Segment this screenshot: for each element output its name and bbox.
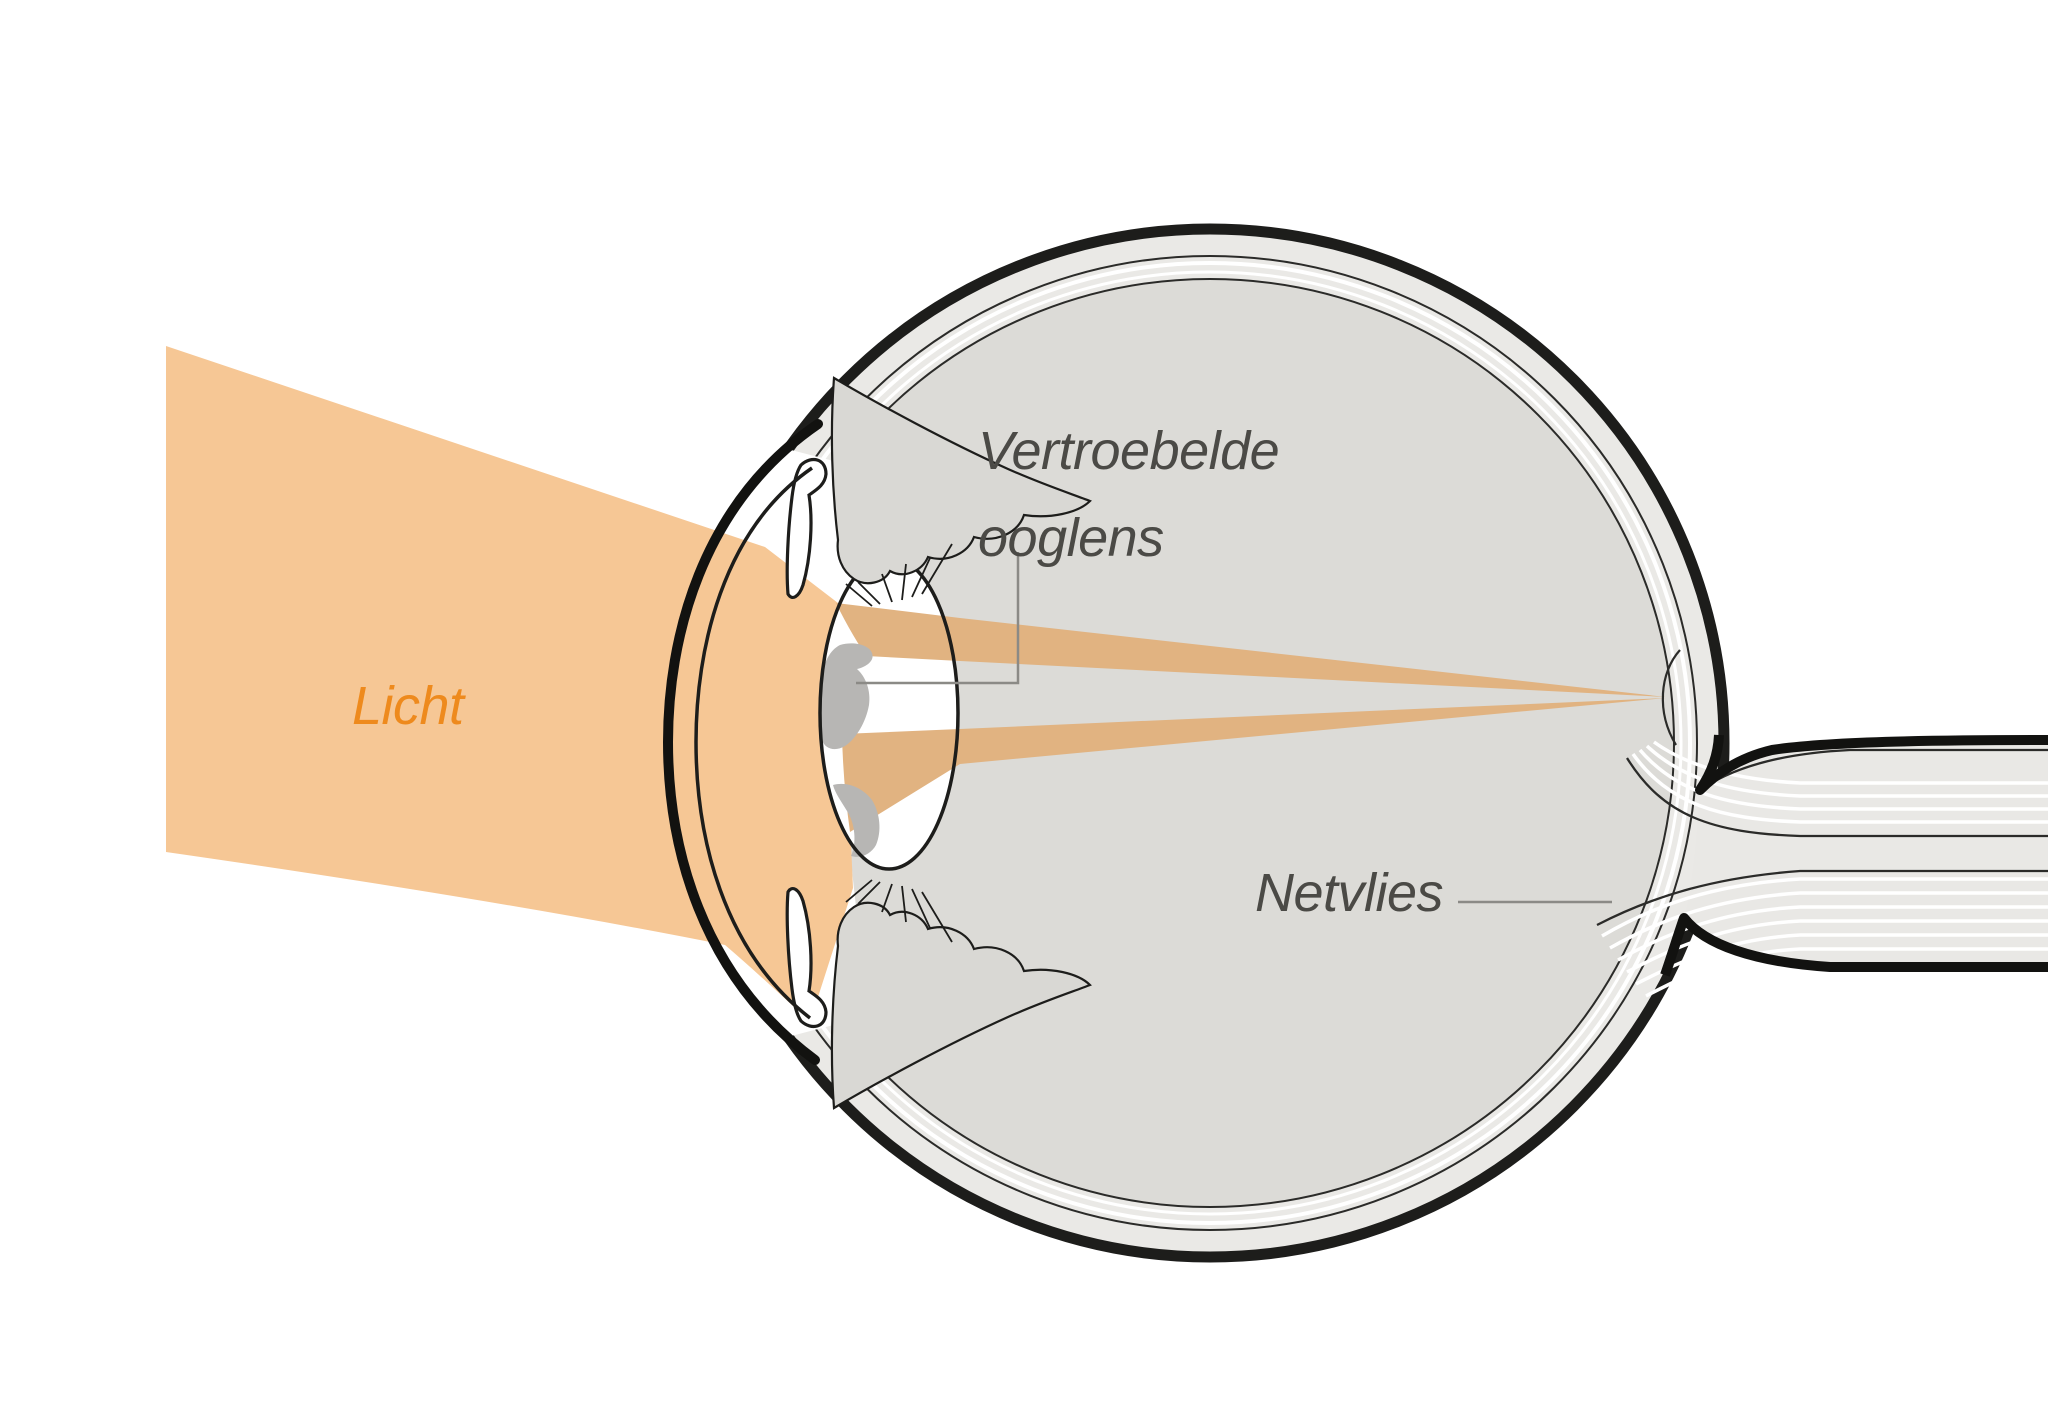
ciliary-iris-upper (785, 376, 1092, 607)
cornea-outer-surface (662, 419, 823, 1065)
optic-nerve (1596, 734, 2048, 998)
label-ooglens: ooglens (978, 508, 1164, 568)
lens-leader-line (856, 552, 1020, 685)
nerve-bottom-outline (1660, 913, 2048, 977)
fovea-notch (1661, 649, 1681, 746)
label-vertroebelde: Vertroebelde (978, 421, 1279, 481)
leader-lines (856, 552, 1612, 904)
cataract-clouding (818, 643, 880, 857)
cornea-inner-surface (694, 466, 813, 1020)
label-netvlies: Netvlies (1255, 863, 1443, 923)
lower-light-ray (842, 698, 1666, 832)
upper-light-ray (836, 603, 1666, 697)
ciliary-body (830, 376, 1092, 585)
zonule-fibres (845, 543, 953, 607)
iris (785, 457, 828, 599)
focused-light-rays (836, 603, 1666, 832)
clouding-lower-blob (833, 783, 880, 857)
nerve-top-outline (1695, 734, 2048, 795)
label-licht: Licht (352, 676, 466, 736)
cornea (662, 419, 823, 1065)
clouding-upper-blob (818, 643, 873, 750)
